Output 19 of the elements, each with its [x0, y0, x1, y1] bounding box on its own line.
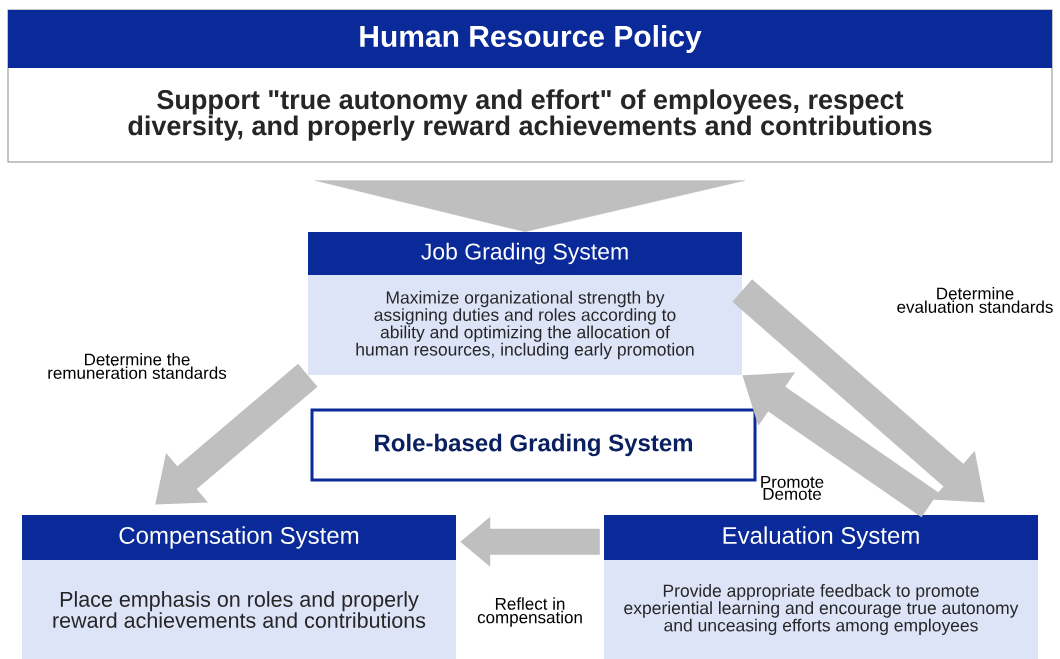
heading-band: Compensation System — [22, 515, 456, 560]
policy-box — [7, 9, 1053, 163]
edge-label: Determine the remuneration standards — [48, 353, 227, 379]
box-text: Place emphasis on roles and properly reward achievements and contributions — [53, 591, 426, 628]
system-box — [604, 515, 1038, 659]
system-box — [310, 408, 757, 482]
edge-label: Promote Demote — [761, 476, 824, 500]
system-box — [308, 232, 742, 375]
box-title: Role-based Grading System — [375, 433, 693, 457]
chevron-arrow — [314, 180, 746, 232]
edge-label: Reflect in compensation — [477, 597, 582, 627]
heading-band: Evaluation System — [604, 515, 1038, 560]
box-text: Support "true autonomy and effort" of employees, respect diversity, and properly reward achievements and contributions — [128, 89, 932, 141]
box-text: Maximize organizational strength by assigning duties and roles according to ability and optimizing the allocation of human resources, including early promotion — [356, 290, 694, 360]
system-box — [22, 515, 456, 659]
heading-band: Human Resource Policy — [8, 10, 1052, 68]
box-text: Provide appropriate feedback to promote experiential learning and encourage true autonomy and unceasing efforts among employees — [624, 584, 1019, 635]
edge-label: Determine evaluation standards — [897, 287, 1053, 313]
heading-band: Job Grading System — [308, 232, 742, 275]
